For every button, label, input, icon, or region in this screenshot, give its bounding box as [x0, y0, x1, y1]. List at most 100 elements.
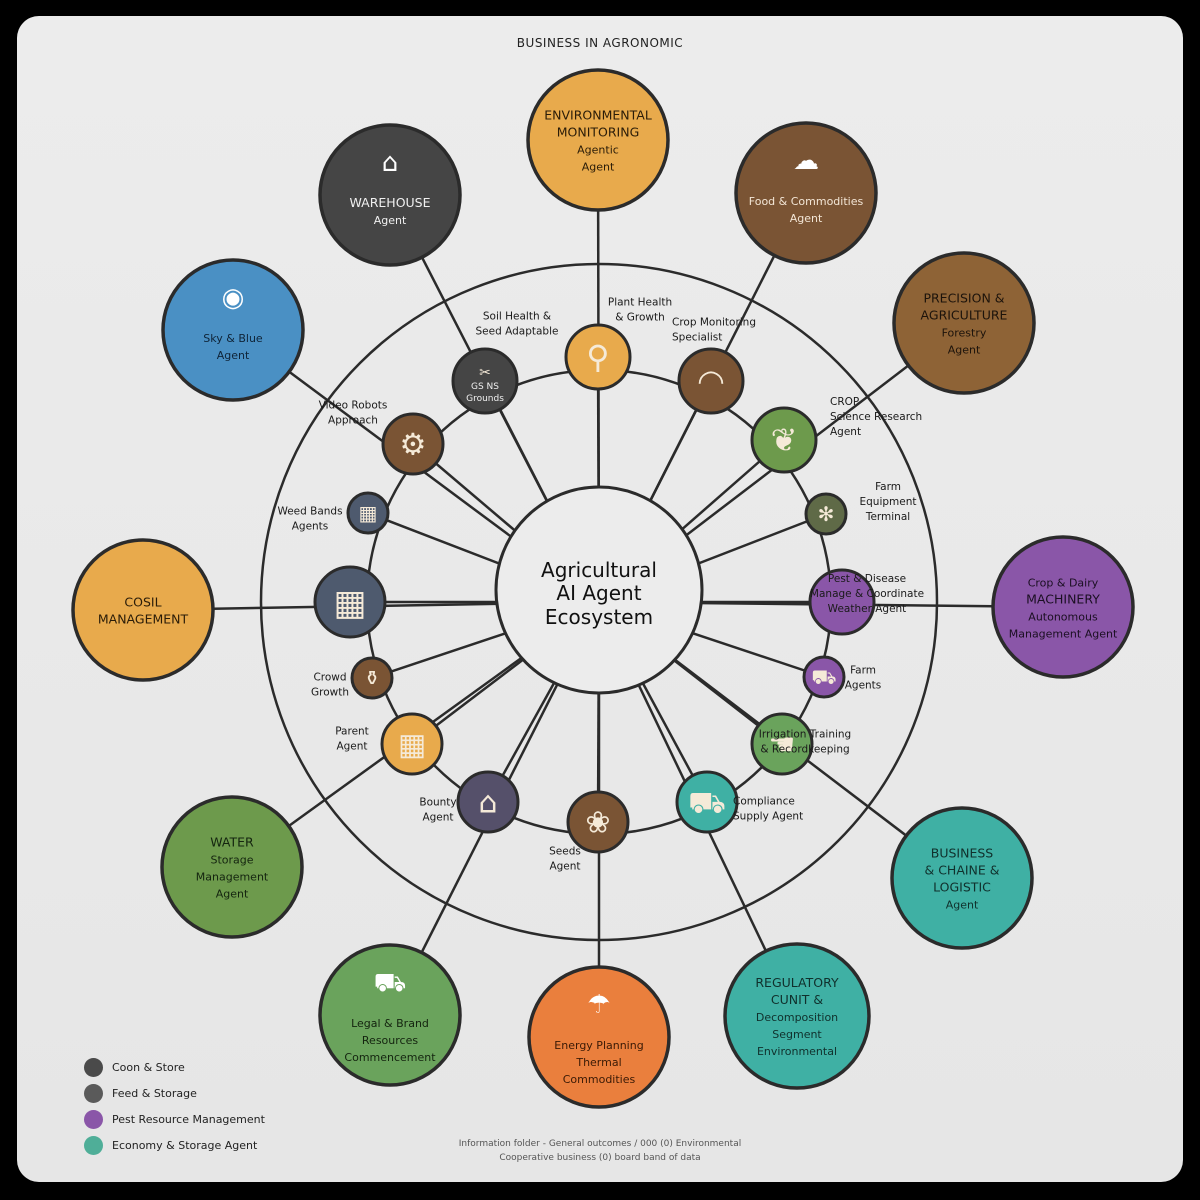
inner-node-label: & Growth	[615, 312, 665, 324]
outer-node-label: Agent	[374, 214, 407, 227]
footer-note: Information folder - General outcomes / …	[0, 1137, 1200, 1165]
outer-node-label: BUSINESS	[931, 846, 994, 861]
inner-node-circle[interactable]	[802, 655, 846, 699]
inner-node-circle[interactable]	[808, 568, 876, 636]
inner-node-circle[interactable]	[677, 347, 745, 415]
inner-node-circle[interactable]	[566, 790, 630, 854]
outer-node-label: Decomposition	[756, 1011, 838, 1024]
outer-node-label: PRECISION &	[923, 291, 1004, 306]
outer-node-circle[interactable]	[318, 943, 462, 1087]
outer-node-label: MACHINERY	[1026, 592, 1100, 607]
inner-node-label: CROP	[830, 396, 859, 408]
legend: Coon & Store Feed & Storage Pest Resourc…	[84, 1054, 265, 1158]
truck-icon: ⛟	[688, 786, 726, 821]
inner-node-circle[interactable]	[750, 712, 814, 776]
robot-icon: ⚙	[400, 428, 427, 463]
microscope-icon: ⚲	[586, 338, 609, 376]
inner-node-badge-text: GS NS	[471, 382, 499, 392]
outer-node-circle[interactable]	[734, 121, 878, 265]
inner-node-circle[interactable]	[346, 491, 390, 535]
inner-node-circle[interactable]	[456, 770, 520, 834]
outer-node-circle[interactable]	[991, 535, 1135, 679]
inner-node-circle[interactable]	[804, 492, 848, 536]
inner-node-label: Manage & Coordinate	[810, 588, 924, 600]
building-icon: ▦	[398, 728, 426, 763]
outer-node-label: Autonomous	[1028, 611, 1098, 624]
tractor-icon: ⛟	[374, 968, 407, 998]
inner-node-label: Supply Agent	[733, 811, 803, 823]
inner-node-plant-health[interactable]: ⚲Plant Health& Growth	[564, 297, 672, 391]
outer-node-circle[interactable]	[318, 123, 462, 267]
outer-node-circle[interactable]	[71, 538, 215, 682]
outer-node-circle[interactable]	[160, 795, 304, 939]
outer-node-label: Agent	[948, 344, 981, 357]
inner-node-circle[interactable]	[380, 712, 444, 776]
outer-node-label: WAREHOUSE	[349, 195, 430, 210]
inner-node-circle[interactable]	[564, 323, 632, 391]
inner-node-zone-management[interactable]: ▦	[313, 565, 387, 639]
inner-node-circle[interactable]	[451, 347, 519, 415]
outer-node-circle[interactable]	[526, 68, 670, 212]
outer-node-label: CUNIT &	[771, 992, 824, 1007]
center-title-line-1: Agricultural	[541, 558, 657, 582]
cart-icon: ⛟	[811, 665, 836, 689]
inner-node-label: Approach	[328, 415, 378, 427]
outer-node-label: Segment	[772, 1028, 822, 1041]
inner-node-circle[interactable]	[750, 406, 818, 474]
outer-node-circle[interactable]	[890, 806, 1034, 950]
inner-node-label: Agent	[336, 741, 367, 753]
center-title-line-2: AI Agent	[556, 581, 641, 605]
legend-item: Coon & Store	[84, 1054, 265, 1080]
outer-node-label: Agent	[790, 212, 823, 225]
outer-node-label: ENVIRONMENTAL	[544, 108, 652, 123]
center-circle[interactable]	[494, 485, 704, 695]
inner-node-irrigation-training[interactable]: ☚Irrigation Training& Recordkeeping	[750, 712, 851, 776]
outer-node-circle[interactable]	[723, 942, 871, 1090]
inner-node-circle[interactable]	[350, 656, 394, 700]
inner-node-label: Farm	[850, 665, 876, 677]
inner-node-label: Crowd	[313, 672, 346, 684]
inner-node-circle[interactable]	[313, 565, 387, 639]
outer-node-label: WATER	[210, 835, 254, 850]
globe-icon: ◉	[222, 283, 245, 313]
inner-node-circle[interactable]	[381, 412, 445, 476]
outer-node-crop-machinery[interactable]: Crop & DairyMACHINERYAutonomousManagemen…	[991, 535, 1135, 679]
outer-node-circle[interactable]	[892, 251, 1036, 395]
inner-node-label: Compliance	[733, 796, 795, 808]
inner-node-label: Crop Monitoring	[672, 317, 756, 329]
inner-node-circle[interactable]	[675, 770, 739, 834]
outer-node-label: Commodities	[563, 1073, 636, 1086]
inner-node-label: Agent	[830, 426, 861, 438]
outer-node-label: Thermal	[575, 1056, 621, 1069]
inner-node-label: Science Research	[830, 411, 922, 423]
outer-node-circle[interactable]	[161, 258, 305, 402]
seed-icon: ❀	[585, 806, 610, 841]
outer-node-circle[interactable]	[527, 965, 671, 1109]
